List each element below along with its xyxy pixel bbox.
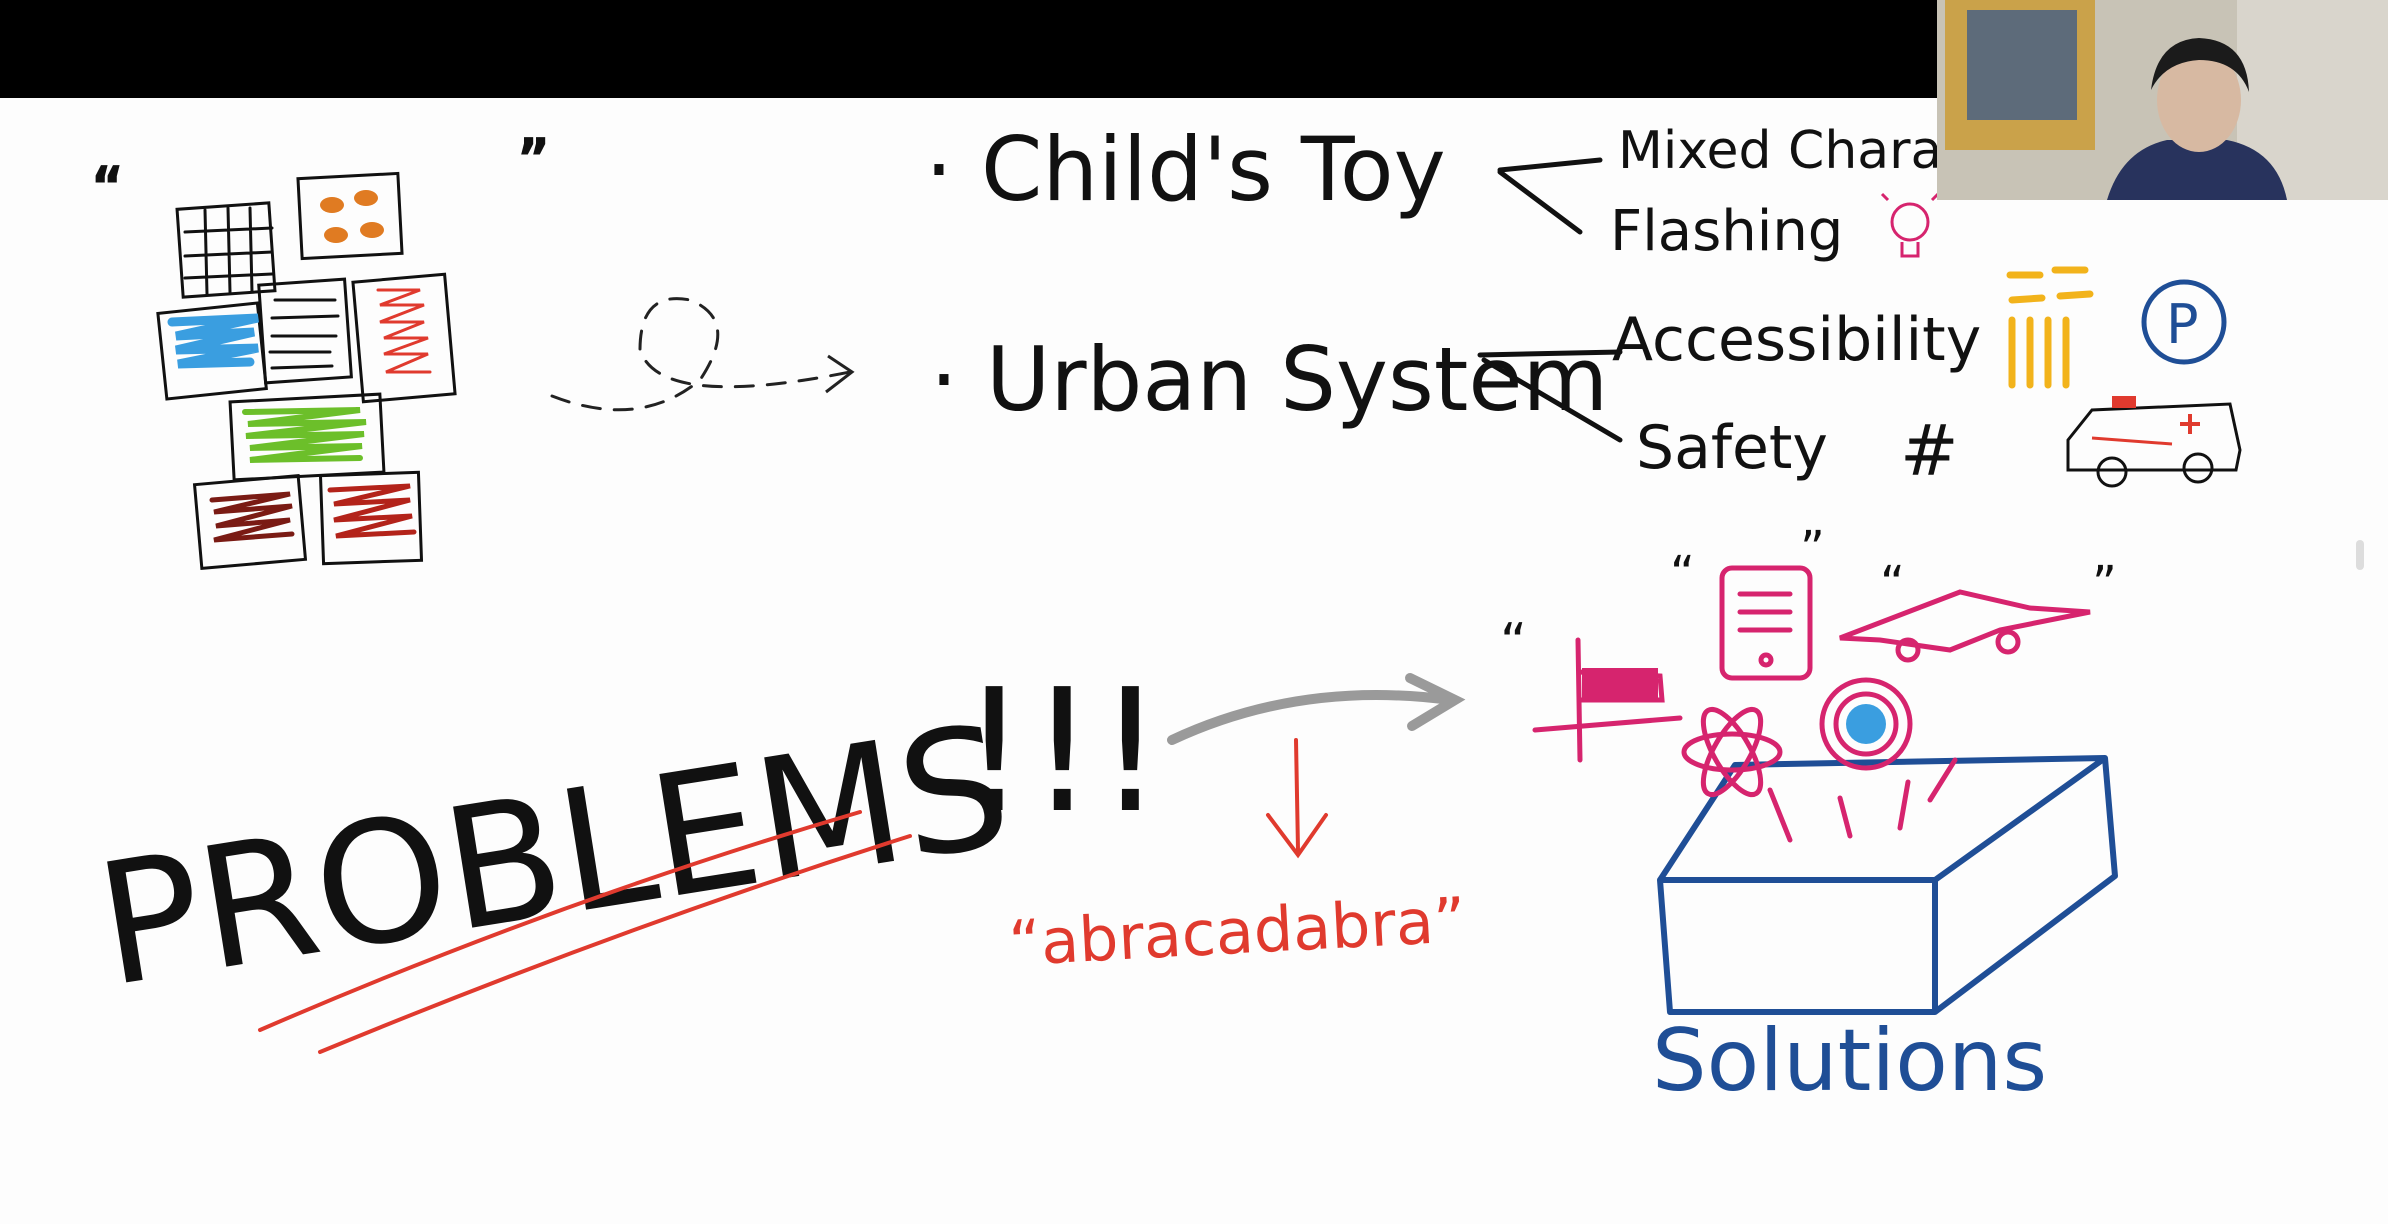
underline-red-1 <box>258 810 862 1032</box>
svg-text:PROBLEMS: PROBLEMS <box>86 687 1022 1024</box>
lightbulb-icon <box>1880 192 1940 258</box>
ambulance-icon <box>2066 396 2242 488</box>
red-down-arrow-icon <box>1266 738 1328 859</box>
quote-close-4: ” <box>2092 556 2117 612</box>
quote-close-1: ” <box>518 127 549 197</box>
participant-video-icon <box>1937 0 2388 200</box>
bracket-arrow-icon <box>1497 157 1603 235</box>
magic-word: “abracadabra” <box>1007 883 1468 980</box>
svg-text:!!!: !!! <box>960 653 1164 851</box>
solutions-box-icon <box>1657 755 2118 1015</box>
note-accessibility: Accessibility <box>1612 305 1981 375</box>
target-center-icon <box>1846 704 1886 744</box>
solutions-label: Solutions <box>1652 1011 2047 1111</box>
item-childs-toy: · Child's Toy <box>925 118 1446 221</box>
note-flashing: Flashing <box>1610 199 1843 264</box>
quote-open-4: “ <box>1880 556 1905 612</box>
ideas-burst-icon <box>1532 565 2091 843</box>
quote-open-3: “ <box>1670 546 1695 602</box>
tactile-paving-icon <box>2006 266 2094 389</box>
parking-sign-icon: P <box>2141 279 2227 365</box>
note-safety: Safety <box>1636 413 1828 483</box>
gray-arrow-icon <box>1167 690 1455 745</box>
quote-open-1: “ <box>92 155 123 225</box>
scroll-handle[interactable] <box>2356 540 2364 570</box>
quote-close-3: ” <box>1800 521 1825 577</box>
robot-flag-fill-icon <box>1582 668 1658 698</box>
dashed-arrow-head-icon <box>825 354 855 394</box>
note-mixed-charac: Mixed Charac <box>1618 121 1971 181</box>
bracket-arrow-2-icon <box>1477 349 1623 443</box>
papers-sketch-icon: “ ” <box>91 126 551 570</box>
underline-red-2 <box>318 834 912 1054</box>
whiteboard-canvas[interactable] <box>0 98 2388 1224</box>
hash-symbol: # <box>1900 410 1959 492</box>
problems-heading: PROBLEMS !!! <box>86 653 1165 1025</box>
item-urban-system: · Urban System <box>930 328 1608 431</box>
dashed-arrow-icon <box>550 297 852 412</box>
gray-arrow-head-icon <box>1405 673 1466 731</box>
svg-text:P: P <box>2166 293 2199 356</box>
quote-open-2: “ <box>1500 613 1527 673</box>
participant-video-tile[interactable] <box>1937 0 2388 200</box>
